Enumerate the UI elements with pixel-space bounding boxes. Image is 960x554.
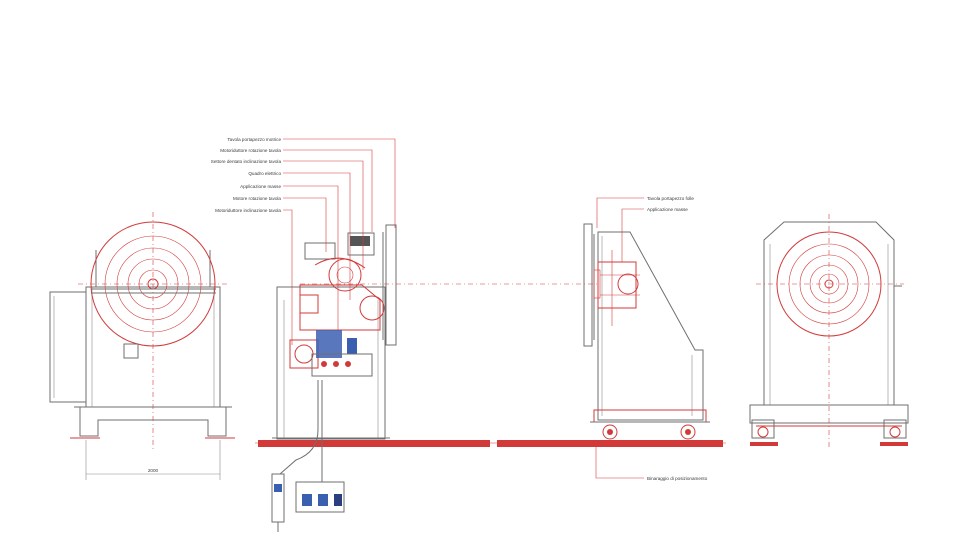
headstock-frame [276, 286, 386, 440]
side-motor-box [49, 291, 87, 403]
tailstock-labels: Tavola portapezzo folle Applicazione mas… [647, 196, 708, 481]
top-motor [304, 242, 336, 260]
control-pendant [271, 473, 285, 523]
left-front-view: 2000 [49, 212, 235, 480]
tailstock-leaders [595, 197, 644, 479]
label-ground-clamp: Applicazione masse [240, 184, 281, 189]
top-gear-unit [347, 232, 375, 256]
foot-pedal [295, 481, 345, 513]
tailstock-side-view [583, 223, 710, 440]
label-tilt-gear-sector: Settore dentato inclinazione tavola [211, 159, 282, 164]
label-drive-table: Tavola portapezzo motrice [227, 137, 281, 142]
label-idle-table: Tavola portapezzo folle [647, 196, 694, 201]
label-table-rotation-gearmotor: Motoriduttore rotazione tavola [220, 148, 281, 153]
label-ground-clamp-tail: Applicazione masse [647, 207, 688, 212]
label-positioning-rails: Binaraggio di posizionamento [647, 476, 708, 481]
faceplate [385, 224, 397, 346]
rail-right [497, 440, 723, 447]
dimension-label: 2000 [148, 468, 159, 473]
rail-left [258, 440, 490, 447]
headstock-side-view [271, 224, 598, 532]
positioning-rails [255, 440, 726, 447]
electrical-panel [316, 330, 342, 358]
tailstock-upright [597, 231, 704, 421]
right-front-view [749, 214, 909, 450]
headstock-labels: Tavola portapezzo motrice Motoriduttore … [211, 137, 282, 213]
label-tilt-gearmotor: Motoriduttore inclinazione tavola [215, 208, 281, 213]
label-rotation-motor: Motore rotazione tavola [233, 196, 281, 201]
label-electrical-panel: Quadro elettrico [248, 171, 281, 176]
idle-faceplate [583, 223, 593, 347]
headstock-leaders [283, 138, 396, 345]
